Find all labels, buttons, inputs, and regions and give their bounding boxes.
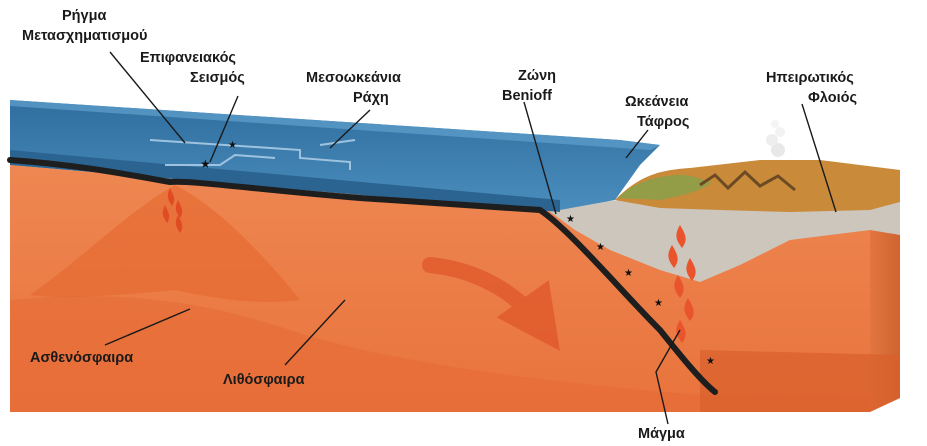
earthquake-star: ★: [654, 298, 663, 309]
earthquake-star: ★: [596, 242, 605, 253]
earthquake-star: ★: [706, 356, 715, 367]
earthquake-star: ★: [200, 157, 211, 171]
label-transform-fault-line1: Ρήγμα: [62, 8, 106, 24]
label-benioff-zone-line1: Ζώνη: [518, 68, 556, 84]
label-surface-earthquake-line2: Σεισμός: [190, 70, 245, 86]
label-continental-crust-line2: Φλοιός: [808, 90, 857, 106]
label-mid-ocean-ridge-line2: Ράχη: [353, 90, 389, 106]
label-lithosphere: Λιθόσφαιρα: [223, 372, 305, 388]
label-mid-ocean-ridge-line1: Μεσοωκεάνια: [306, 70, 401, 86]
label-asthenosphere: Ασθενόσφαιρα: [30, 350, 133, 366]
deep-mantle-layer: [700, 350, 900, 412]
label-benioff-zone-line2: Benioff: [502, 88, 552, 104]
earthquake-star: ★: [566, 214, 575, 225]
label-magma: Μάγμα: [638, 426, 685, 442]
label-ocean-trench-line2: Τάφρος: [637, 114, 689, 130]
label-surface-earthquake-line1: Επιφανειακός: [140, 50, 236, 66]
earthquake-star: ★: [624, 268, 633, 279]
label-continental-crust-line1: Ηπειρωτικός: [766, 70, 854, 86]
label-transform-fault-line2: Μετασχηματισμού: [22, 28, 147, 44]
volcano-smoke: [766, 120, 785, 157]
earthquake-star: ★: [228, 140, 237, 151]
label-ocean-trench-line1: Ωκεάνεια: [625, 94, 688, 110]
